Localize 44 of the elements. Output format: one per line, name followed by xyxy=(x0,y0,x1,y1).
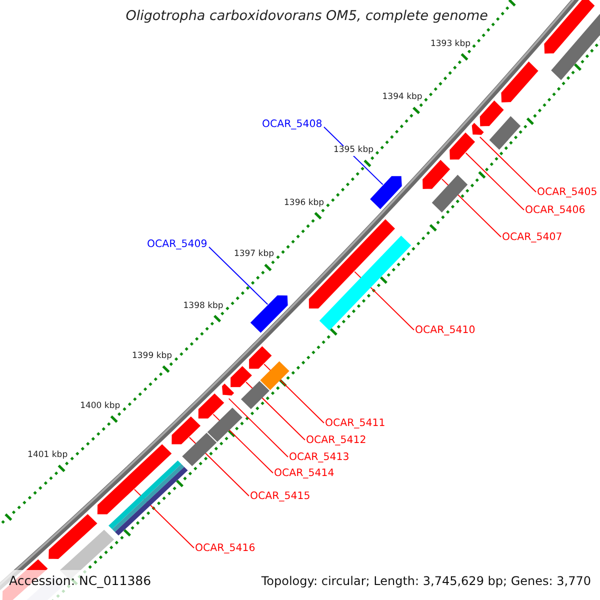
tick-label: 1394 kbp xyxy=(382,93,422,104)
gene-label: OCAR_5406 xyxy=(525,205,586,217)
gene-label: OCAR_5413 xyxy=(289,452,350,464)
gene-feature xyxy=(544,0,596,54)
gene-label: OCAR_5412 xyxy=(306,435,366,447)
leader-line xyxy=(479,136,536,192)
leader-line xyxy=(208,246,268,306)
tick-label: 1399 kbp xyxy=(132,352,172,362)
gene-feature xyxy=(500,60,540,104)
gene-label: OCAR_5405 xyxy=(537,187,598,199)
tick-label: 1397 kbp xyxy=(234,250,274,260)
leader-line xyxy=(465,152,524,210)
gene-feature xyxy=(198,392,225,420)
title: Oligotropha carboxidovorans OM5, complete genome xyxy=(126,9,488,25)
gene-feature xyxy=(449,132,476,160)
gene-feature xyxy=(250,294,288,334)
tick-label: 1393 kbp xyxy=(430,40,471,50)
tick-label: 1398 kbp xyxy=(183,302,224,312)
gene-label: OCAR_5410 xyxy=(415,325,476,337)
gene-feature xyxy=(96,443,173,515)
gene-feature xyxy=(221,382,235,396)
gene-label: OCAR_5415 xyxy=(250,491,310,503)
topology-text: Topology: circular; Length: 3,745,629 bp; Genes: 3,770 xyxy=(261,575,591,589)
accession-text: Accession: NC_011386 xyxy=(9,574,152,588)
gene-label: OCAR_5411 xyxy=(325,418,386,430)
leader-line xyxy=(228,398,288,458)
gene-feature xyxy=(48,513,98,560)
gene-feature xyxy=(369,175,402,210)
tick-label: 1396 kbp xyxy=(284,198,324,208)
gene-feature xyxy=(230,365,253,388)
gene-label: OCAR_5407 xyxy=(502,232,562,244)
gene-feature xyxy=(171,416,202,445)
gene-label: OCAR_5416 xyxy=(195,543,256,555)
tick-label: 1401 kbp xyxy=(28,451,68,462)
tick-label: 1395 kbp xyxy=(333,146,374,156)
gene-label: OCAR_5414 xyxy=(274,468,334,480)
gene-feature xyxy=(471,122,485,136)
gene-label: OCAR_5409 xyxy=(147,239,208,251)
gene-feature xyxy=(422,159,451,190)
gene-feature xyxy=(248,345,273,370)
gene-feature xyxy=(479,100,505,127)
tick-label: 1400 kbp xyxy=(80,402,120,412)
gene-feature xyxy=(308,218,396,310)
gene-label: OCAR_5408 xyxy=(262,119,322,131)
